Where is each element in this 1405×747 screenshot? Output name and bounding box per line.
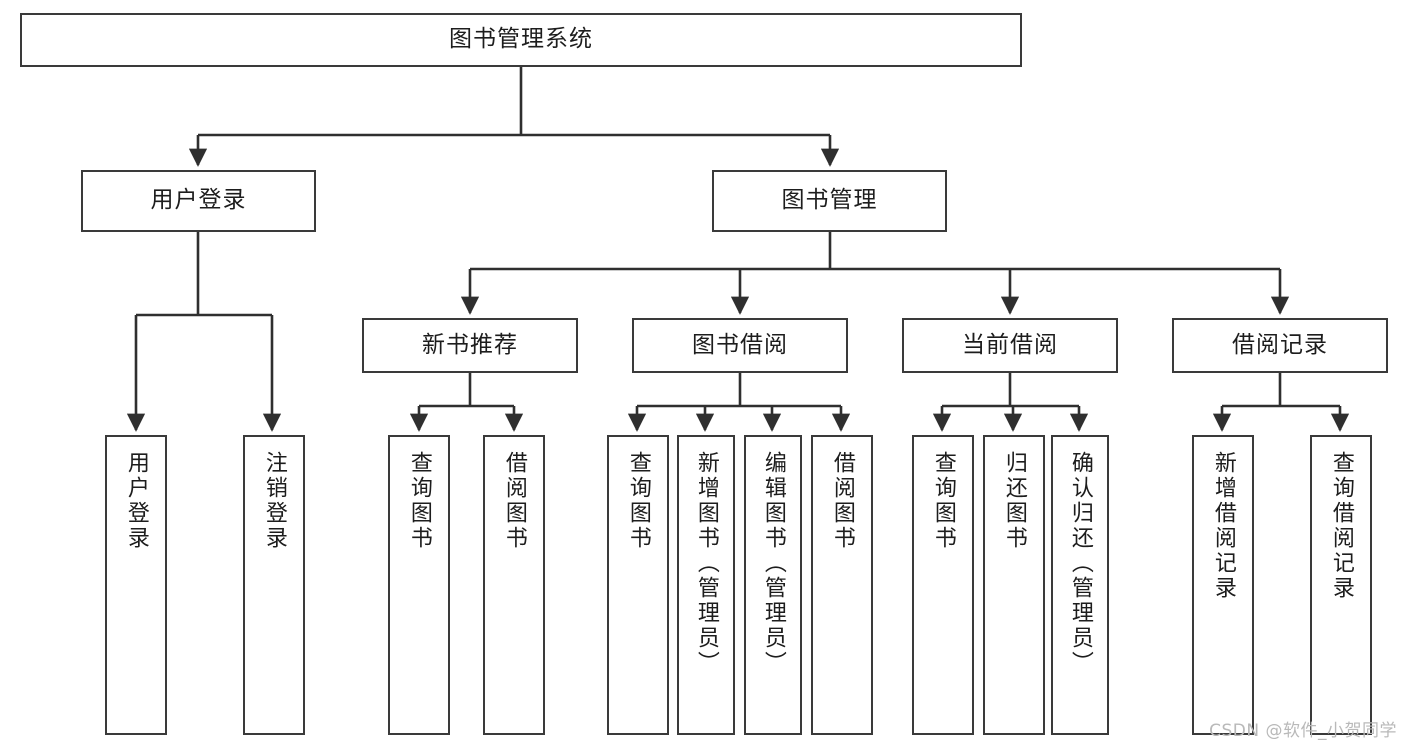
node-leaf-confirm-return[interactable]: 确认归还（管理员） [1051,435,1109,735]
node-leaf-borrow-book-2-label: 借阅图书 [829,451,855,551]
node-book-manage[interactable]: 图书管理 [712,170,947,232]
node-leaf-add-record[interactable]: 新增借阅记录 [1192,435,1254,735]
node-leaf-query-book-2-label: 查询图书 [625,451,651,551]
node-user-login[interactable]: 用户登录 [81,170,316,232]
node-leaf-user-logout-label: 注销登录 [261,451,287,551]
node-leaf-borrow-book-2[interactable]: 借阅图书 [811,435,873,735]
node-book-manage-label: 图书管理 [781,187,878,214]
node-leaf-query-book-3-label: 查询图书 [930,451,956,551]
node-book-borrow[interactable]: 图书借阅 [632,318,848,373]
node-leaf-edit-book-label: 编辑图书（管理员） [760,451,786,676]
node-root-label: 图书管理系统 [449,26,593,53]
node-leaf-user-login-label: 用户登录 [123,451,149,551]
node-leaf-return-book[interactable]: 归还图书 [983,435,1045,735]
node-leaf-borrow-book-1-label: 借阅图书 [501,451,527,551]
node-leaf-query-record-label: 查询借阅记录 [1328,451,1354,601]
node-leaf-user-login[interactable]: 用户登录 [105,435,167,735]
node-leaf-borrow-book-1[interactable]: 借阅图书 [483,435,545,735]
node-borrow-record-label: 借阅记录 [1232,331,1328,358]
node-current-borrow-label: 当前借阅 [962,331,1058,358]
node-leaf-query-book-3[interactable]: 查询图书 [912,435,974,735]
node-leaf-add-book[interactable]: 新增图书（管理员） [677,435,735,735]
node-current-borrow[interactable]: 当前借阅 [902,318,1118,373]
node-leaf-query-book-1-label: 查询图书 [406,451,432,551]
node-borrow-record[interactable]: 借阅记录 [1172,318,1388,373]
node-new-book-recommend-label: 新书推荐 [422,331,518,358]
node-leaf-query-book-1[interactable]: 查询图书 [388,435,450,735]
node-user-login-label: 用户登录 [150,187,247,214]
node-leaf-confirm-return-label: 确认归还（管理员） [1067,451,1093,676]
node-leaf-edit-book[interactable]: 编辑图书（管理员） [744,435,802,735]
node-leaf-user-logout[interactable]: 注销登录 [243,435,305,735]
node-book-borrow-label: 图书借阅 [692,331,788,358]
node-leaf-add-record-label: 新增借阅记录 [1210,451,1236,601]
node-leaf-query-record[interactable]: 查询借阅记录 [1310,435,1372,735]
node-root[interactable]: 图书管理系统 [20,13,1022,67]
watermark: CSDN @软件_小贺同学 [1209,721,1397,741]
node-leaf-query-book-2[interactable]: 查询图书 [607,435,669,735]
node-new-book-recommend[interactable]: 新书推荐 [362,318,578,373]
node-leaf-add-book-label: 新增图书（管理员） [693,451,719,676]
node-leaf-return-book-label: 归还图书 [1001,451,1027,551]
